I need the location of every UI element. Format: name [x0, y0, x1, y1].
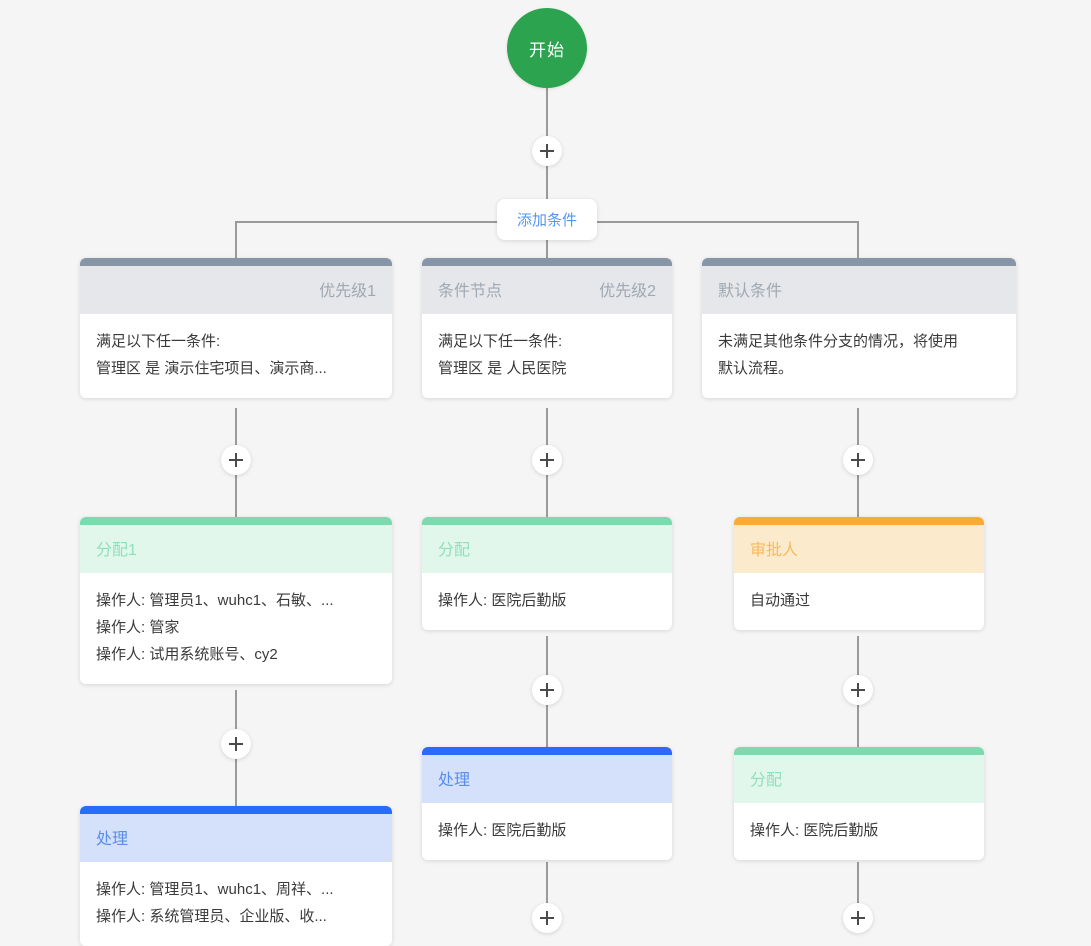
connector-b3-node1-to-plus: [857, 636, 859, 678]
card-body: 操作人: 医院后勤版: [422, 573, 672, 630]
card-body-line: 管理区 是 演示住宅项目、演示商...: [96, 360, 327, 377]
connector-bar-to-cond3: [857, 221, 859, 259]
card-body-line: 操作人: 管理员1、wuhc1、周祥、...: [96, 881, 334, 898]
card-accent-bar: [80, 806, 392, 814]
add-node-branch-2[interactable]: [532, 445, 562, 475]
card-body: 满足以下任一条件: 管理区 是 演示住宅项目、演示商...: [80, 314, 392, 398]
condition-card-branch-1[interactable]: 优先级1 满足以下任一条件: 管理区 是 演示住宅项目、演示商...: [80, 258, 392, 398]
connector-b1-plus-to-node2: [235, 756, 237, 806]
add-condition-button[interactable]: 添加条件: [497, 199, 598, 240]
card-title: 分配: [750, 772, 783, 789]
card-title: 处理: [96, 831, 129, 848]
connector-b3-node2-to-plus: [857, 862, 859, 904]
card-title: 分配1: [96, 542, 137, 559]
card-accent-bar: [734, 747, 984, 755]
connector-bar-to-cond2: [546, 221, 548, 259]
card-body-line: 操作人: 试用系统账号、cy2: [96, 646, 278, 663]
card-body-line: 管理区 是 人民医院: [438, 360, 567, 377]
add-node-branch-1[interactable]: [221, 445, 251, 475]
add-node-branch-1-second[interactable]: [221, 729, 251, 759]
card-header: 分配: [422, 525, 672, 573]
card-body-line: 自动通过: [750, 592, 811, 609]
connector-b2-node2-to-plus: [546, 862, 548, 904]
card-body-line: 满足以下任一条件:: [96, 333, 221, 350]
card-title: 审批人: [750, 542, 799, 559]
card-accent-bar: [734, 517, 984, 525]
card-header: 处理: [422, 755, 672, 803]
connector-b2-cond-to-plus: [546, 408, 548, 448]
card-body-line: 操作人: 管理员1、wuhc1、石敏、...: [96, 592, 334, 609]
connector-b2-plus-to-node2: [546, 702, 548, 747]
card-priority-badge: 优先级1: [319, 283, 376, 300]
add-node-branch-2-second[interactable]: [532, 675, 562, 705]
assign-card-branch-3[interactable]: 分配 操作人: 医院后勤版: [734, 747, 984, 860]
card-body-line: 操作人: 医院后勤版: [750, 822, 879, 839]
connector-bar-to-cond1: [235, 221, 237, 259]
card-header: 默认条件: [702, 266, 1016, 314]
connector-b3-plus-to-node2: [857, 702, 859, 747]
start-node[interactable]: 开始: [507, 8, 587, 88]
card-body: 操作人: 医院后勤版: [734, 803, 984, 860]
connector-start-to-plus: [546, 88, 548, 138]
card-title: 分配: [438, 542, 471, 559]
card-title: 处理: [438, 772, 471, 789]
card-accent-bar: [422, 747, 672, 755]
add-condition-label: 添加条件: [517, 212, 578, 229]
condition-card-branch-2[interactable]: 条件节点 优先级2 满足以下任一条件: 管理区 是 人民医院: [422, 258, 672, 398]
add-node-branch-3[interactable]: [843, 445, 873, 475]
connector-b1-node1-to-plus: [235, 690, 237, 732]
card-body-line: 操作人: 医院后勤版: [438, 822, 567, 839]
assign-card-branch-2[interactable]: 分配 操作人: 医院后勤版: [422, 517, 672, 630]
card-body-line: 操作人: 医院后勤版: [438, 592, 567, 609]
add-node-after-start[interactable]: [532, 136, 562, 166]
card-header: 分配: [734, 755, 984, 803]
card-header: 分配1: [80, 525, 392, 573]
card-header: 条件节点 优先级2: [422, 266, 672, 314]
card-accent-bar: [422, 517, 672, 525]
card-body: 自动通过: [734, 573, 984, 630]
card-body-line: 未满足其他条件分支的情况，将使用: [718, 333, 959, 350]
card-body-line: 默认流程。: [718, 360, 794, 377]
card-body: 操作人: 管理员1、wuhc1、石敏、... 操作人: 管家 操作人: 试用系统…: [80, 573, 392, 684]
add-node-branch-3-second[interactable]: [843, 675, 873, 705]
connector-b3-plus-to-node1: [857, 472, 859, 517]
approve-card-branch-3[interactable]: 审批人 自动通过: [734, 517, 984, 630]
assign-card-branch-1[interactable]: 分配1 操作人: 管理员1、wuhc1、石敏、... 操作人: 管家 操作人: …: [80, 517, 392, 684]
card-accent-bar: [422, 258, 672, 266]
start-node-label: 开始: [529, 40, 565, 60]
card-body: 操作人: 医院后勤版: [422, 803, 672, 860]
card-body-line: 满足以下任一条件:: [438, 333, 563, 350]
card-accent-bar: [702, 258, 1016, 266]
card-accent-bar: [80, 517, 392, 525]
connector-b2-plus-to-node1: [546, 472, 548, 517]
connector-plus-to-branchbar: [546, 163, 548, 222]
card-body-line: 操作人: 管家: [96, 619, 180, 636]
connector-b2-node1-to-plus: [546, 636, 548, 678]
card-header: 审批人: [734, 525, 984, 573]
connector-b1-cond-to-plus: [235, 408, 237, 448]
card-priority-badge: 优先级2: [599, 283, 656, 300]
card-body: 满足以下任一条件: 管理区 是 人民医院: [422, 314, 672, 398]
add-node-branch-3-third[interactable]: [843, 903, 873, 933]
card-header: 优先级1: [80, 266, 392, 314]
card-header: 处理: [80, 814, 392, 862]
process-card-branch-2[interactable]: 处理 操作人: 医院后勤版: [422, 747, 672, 860]
card-title: 条件节点: [438, 283, 503, 300]
card-body-line: 操作人: 系统管理员、企业版、收...: [96, 908, 327, 925]
add-node-branch-2-third[interactable]: [532, 903, 562, 933]
card-title: 默认条件: [718, 283, 783, 300]
card-body: 操作人: 管理员1、wuhc1、周祥、... 操作人: 系统管理员、企业版、收.…: [80, 862, 392, 946]
card-accent-bar: [80, 258, 392, 266]
connector-b1-plus-to-node1: [235, 472, 237, 517]
process-card-branch-1[interactable]: 处理 操作人: 管理员1、wuhc1、周祥、... 操作人: 系统管理员、企业版…: [80, 806, 392, 946]
card-body: 未满足其他条件分支的情况，将使用 默认流程。: [702, 314, 1016, 398]
condition-card-branch-3[interactable]: 默认条件 未满足其他条件分支的情况，将使用 默认流程。: [702, 258, 1016, 398]
connector-b3-cond-to-plus: [857, 408, 859, 448]
